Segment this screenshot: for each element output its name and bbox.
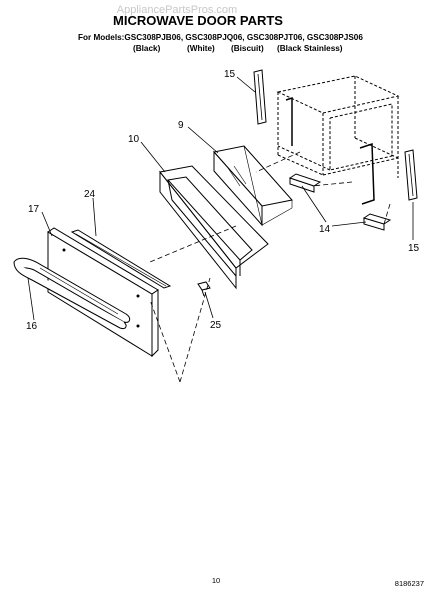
assembly-guide-lines <box>149 151 391 383</box>
part-24-trim-strip <box>70 229 172 289</box>
color-white: (White) <box>187 44 215 53</box>
part-14-hinge-upper <box>288 173 322 193</box>
callout-16: 16 <box>26 321 38 332</box>
leader-lines <box>27 76 414 321</box>
callout-15-upper: 15 <box>224 69 236 80</box>
callout-25: 25 <box>210 320 222 331</box>
color-black-stainless: (Black Stainless) <box>277 44 343 53</box>
document-number: 8186237 <box>395 579 424 588</box>
page-title: MICROWAVE DOOR PARTS <box>113 13 283 28</box>
cavity-front-flange <box>285 96 375 205</box>
callout-15-lower: 15 <box>408 243 420 254</box>
part-15-lower-rail <box>404 149 418 201</box>
part-25-clip <box>197 281 211 297</box>
callout-9: 9 <box>178 120 184 131</box>
part-15-upper-rail <box>253 69 267 125</box>
color-biscuit: (Biscuit) <box>231 44 264 53</box>
models-line: For Models:GSC308PJB06, GSC308PJQ06, GSC… <box>78 33 363 42</box>
part-10-door-frame <box>159 165 269 290</box>
color-black: (Black) <box>133 44 161 53</box>
callout-24: 24 <box>84 189 96 200</box>
callout-17: 17 <box>28 204 40 215</box>
part-14-hinge-lower <box>362 213 392 231</box>
watermark: AppliancePartsPros.com <box>117 4 237 16</box>
page-number: 10 <box>212 576 220 585</box>
part-9-glass-window <box>213 145 293 227</box>
part-16-door-handle <box>13 257 131 329</box>
microwave-cavity <box>276 75 400 178</box>
callout-14: 14 <box>319 224 331 235</box>
callout-10: 10 <box>128 134 140 145</box>
